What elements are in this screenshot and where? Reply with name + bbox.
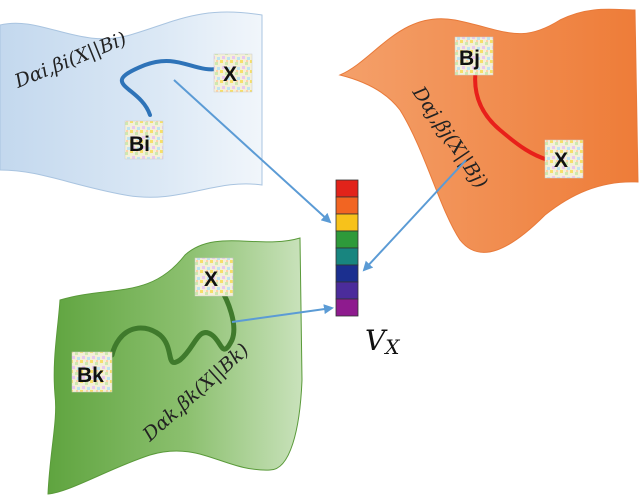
basis-label-orange: Bj — [459, 47, 480, 70]
basis-tile-green: Bk — [71, 351, 113, 393]
manifold-orange: Dαj,βj(X||Bj) Bj X — [338, 8, 639, 253]
vector-segment — [335, 230, 359, 249]
vector-segment — [335, 247, 359, 266]
manifold-green-curve — [109, 285, 237, 365]
arrow-orange-to-vector — [362, 159, 467, 272]
basis-tile-orange: Bj — [454, 36, 494, 76]
sample-tile-orange: X — [544, 139, 584, 179]
vector-segment — [335, 281, 359, 300]
basis-tile-blue: Bi — [124, 120, 164, 160]
vector-label: VX — [365, 324, 400, 359]
sample-label-green: X — [204, 268, 218, 291]
manifold-green: Dαk,βk(X||Bk) Bk X — [47, 237, 303, 495]
arrow-green-to-vector — [231, 304, 334, 323]
sample-tile-green: X — [194, 257, 234, 297]
vector-segment — [335, 298, 359, 317]
vector-segment — [335, 196, 359, 215]
vector-segment — [335, 264, 359, 283]
sample-label-orange: X — [554, 149, 568, 172]
feature-vector — [335, 179, 359, 317]
vector-segment — [335, 179, 359, 198]
manifold-green-surface — [47, 237, 303, 495]
basis-label-blue: Bi — [129, 133, 150, 156]
manifold-blue-surface — [0, 11, 263, 198]
manifold-blue: Dαi,βi(X||Bi) Bi X — [0, 11, 263, 198]
vector-segment — [335, 213, 359, 232]
arrow-blue-to-vector — [173, 79, 332, 224]
basis-label-green: Bk — [77, 364, 104, 387]
sample-label-blue: X — [223, 63, 237, 86]
sample-tile-blue: X — [213, 53, 253, 93]
manifold-blue-curve — [119, 58, 224, 117]
manifold-orange-curve — [473, 66, 550, 162]
manifold-orange-surface — [338, 8, 639, 253]
